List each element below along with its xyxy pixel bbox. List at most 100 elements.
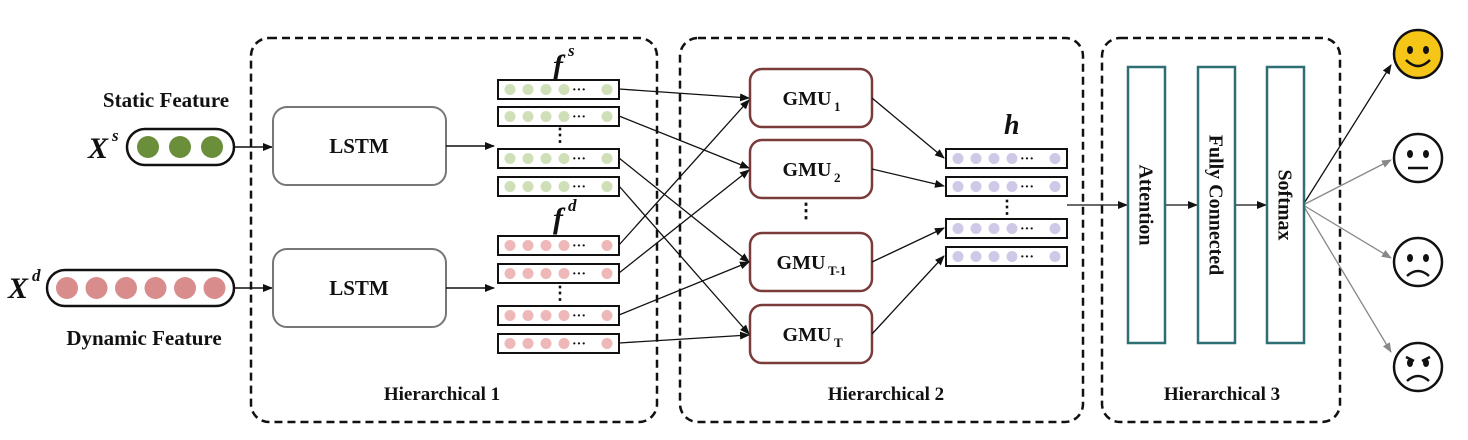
fs-vector-dot [558,153,570,164]
h-vector-ellipsis: ··· [1020,250,1034,265]
arrow-fs3-to-gmu-t1 [618,157,750,263]
dynamic-feature-label: Dynamic Feature [66,326,221,350]
arrow-fd2-to-gmu2 [618,169,750,274]
fd-vector-dot [601,268,613,279]
static-feature-dots [137,136,223,158]
fs-vector-dot [522,84,534,95]
h-vector-dot [1049,153,1061,164]
h-vector-dot [952,251,964,262]
lstm-bottom-label: LSTM [329,276,389,300]
fd-vector-ellipsis: ··· [572,309,586,324]
dynamic-feature-dot [203,277,226,299]
h-vector-dot [952,223,964,234]
arrow-gmu-t-to-h4 [871,255,945,335]
fd-vector: ··· [497,333,620,354]
neutral-face [1392,132,1444,184]
sad-face-eye [1407,254,1413,262]
static-feature-dot [137,136,159,158]
layer-label: Attention [1135,164,1157,245]
fs-vector-dot [601,153,613,164]
gmu-subscript: T-1 [828,263,846,278]
h-vector-dot [1006,251,1018,262]
gmu-label: GMU [783,324,832,346]
layer-box [1126,65,1167,345]
hierarchical-1-title: Hierarchical 1 [384,384,500,405]
happy-face [1392,28,1444,80]
gmu-label: GMU [783,159,832,181]
arrow-gmu1-to-h1 [871,97,945,159]
sad-face [1392,236,1444,288]
fs-vector: ··· [497,79,620,100]
gmu-subscript: T [834,335,843,350]
hierarchical-3-title: Hierarchical 3 [1164,384,1280,405]
dynamic-feature-dot [144,277,167,299]
h-vector-dot [952,181,964,192]
happy-face-eye [1423,46,1429,54]
fs-vector-dot [540,153,552,164]
fd-vector-dot [540,240,552,251]
arrow-softmax-to-happy [1302,64,1392,206]
hierarchical-2-box [678,36,1085,424]
h-vector-dot [1006,223,1018,234]
fd-vector-dot [504,240,516,251]
h-vector-dot [952,153,964,164]
fs-vector-dot [504,111,516,122]
fd-vector-dot [601,240,613,251]
happy-face-eye [1407,46,1413,54]
fs-vector-dot [504,181,516,192]
fs-vector-ellipsis: ··· [572,110,586,125]
fd-vector-dot [504,310,516,321]
fs-vertical-ellipsis: ⋮ [551,125,569,145]
fs-vector-dot [558,111,570,122]
fs-superscript: s [567,41,575,60]
fs-vector-dot [504,153,516,164]
angry-face-eye [1407,359,1413,367]
angry-face-mouth [1406,374,1430,382]
arrow-fs2-to-gmu2 [618,115,750,169]
dynamic-feature-dot [115,277,137,299]
layer-box [1265,65,1306,345]
hierarchical-2-title: Hierarchical 2 [828,384,944,405]
fs-vector-dot [558,84,570,95]
static-input-symbol: X [87,132,109,165]
fd-vector-dot [522,338,534,349]
angry-face [1392,341,1444,393]
h-vector: ··· [945,246,1068,267]
fs-vector-dot [522,111,534,122]
h-vector-dot [970,153,982,164]
fs-vector-ellipsis: ··· [572,83,586,98]
fs-vector-ellipsis: ··· [572,152,586,167]
arrow-fs1-to-gmu1 [618,88,750,102]
gmu-label: GMU [783,88,832,110]
fd-superscript: d [568,196,577,215]
h-vector-dot [988,251,1000,262]
arrow-gmu2-to-h2 [871,168,945,188]
dynamic-input-superscript: d [32,266,41,285]
fd-vector-ellipsis: ··· [572,267,586,282]
fd-vector-dot [601,310,613,321]
fs-vector-ellipsis: ··· [572,180,586,195]
arrow-fs4-to-gmu-t [618,185,750,335]
layer-label: Softmax [1274,169,1296,240]
h-vector-dot [970,223,982,234]
fd-vector-dot [504,268,516,279]
fd-vector-dot [504,338,516,349]
lstm-top-label: LSTM [329,134,389,158]
fs-symbol: f [553,49,566,82]
h-vector: ··· [945,148,1068,169]
h-vector-dot [988,181,1000,192]
h-vector-dot [988,223,1000,234]
fs-vector-dot [522,181,534,192]
h-vertical-ellipsis: ⋮ [998,197,1016,217]
fs-vector-dot [522,153,534,164]
neutral-face-outline [1392,132,1444,184]
fs-vector-dot [540,111,552,122]
sad-face-eye [1423,254,1429,262]
fd-vector-ellipsis: ··· [572,337,586,352]
static-input-superscript: s [111,126,119,145]
arrow-gmu-t1-to-h3 [871,227,945,263]
hierarchical-3-box [1100,36,1342,424]
fs-vector-dot [540,84,552,95]
